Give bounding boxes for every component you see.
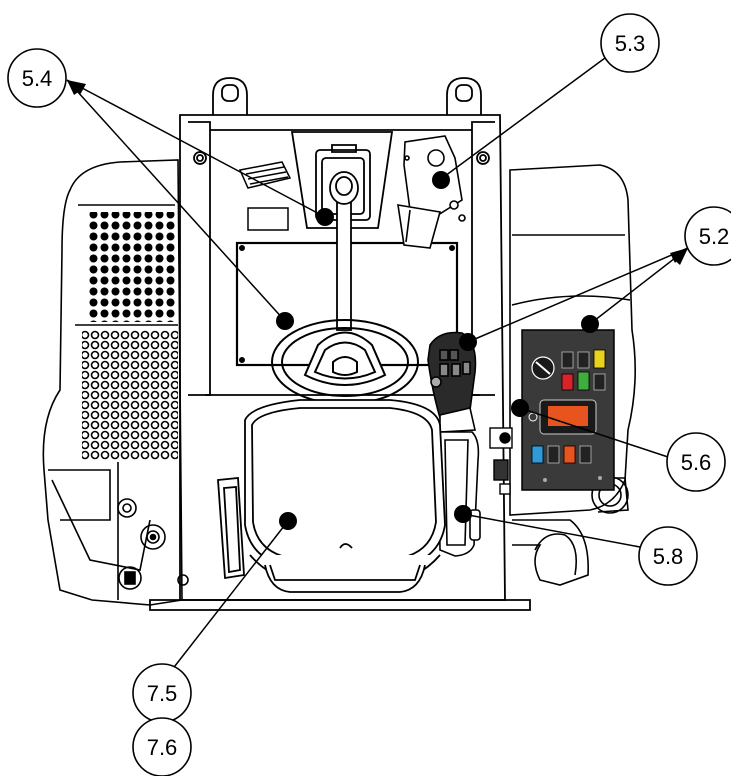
right-pedal-assembly xyxy=(397,135,466,249)
steering-column xyxy=(329,171,359,331)
steering-wheel xyxy=(271,319,419,405)
callout-5-2: 5.2 xyxy=(699,224,730,249)
callout-5-6: 5.6 xyxy=(681,450,712,475)
leader-lines xyxy=(66,57,689,681)
left-engine-housing xyxy=(42,159,183,606)
callout-5-4-circle xyxy=(7,48,67,108)
info-plate xyxy=(247,207,289,231)
callout-5-8-circle xyxy=(638,526,698,586)
point-5-2-b xyxy=(581,315,599,333)
callout-labels: 5.4 5.3 5.2 5.6 5.8 7.5 7.6 xyxy=(22,31,730,760)
small-switches xyxy=(489,427,513,495)
lifting-eyes xyxy=(212,77,482,115)
callout-bubbles xyxy=(7,13,731,777)
arrow-heads xyxy=(67,80,688,265)
right-control-panel xyxy=(521,329,615,491)
left-grille-lower xyxy=(82,330,178,460)
point-7-5 xyxy=(279,512,297,530)
callout-5-3-circle xyxy=(600,13,660,73)
point-5-8 xyxy=(454,505,472,523)
point-5-4-b xyxy=(276,312,294,330)
left-housing-fittings xyxy=(117,498,189,590)
operator-seat xyxy=(217,399,446,593)
right-engine-housing xyxy=(509,164,636,586)
point-5-2-a xyxy=(459,333,477,351)
callout-5-2-circle xyxy=(684,206,731,266)
callout-points xyxy=(276,171,599,530)
callout-5-6-circle xyxy=(666,432,726,492)
point-5-6 xyxy=(511,399,529,417)
point-5-4-a xyxy=(316,208,334,226)
point-5-3 xyxy=(432,171,450,189)
right-armrest xyxy=(437,431,481,557)
right-joystick xyxy=(427,331,477,433)
callout-5-8: 5.8 xyxy=(653,544,684,569)
callout-5-3: 5.3 xyxy=(615,31,646,56)
pedal xyxy=(238,161,292,189)
left-grille-upper xyxy=(88,212,176,322)
callout-7-5: 7.5 xyxy=(147,681,178,706)
callout-5-4: 5.4 xyxy=(22,66,53,91)
callout-7-6: 7.6 xyxy=(147,735,178,760)
